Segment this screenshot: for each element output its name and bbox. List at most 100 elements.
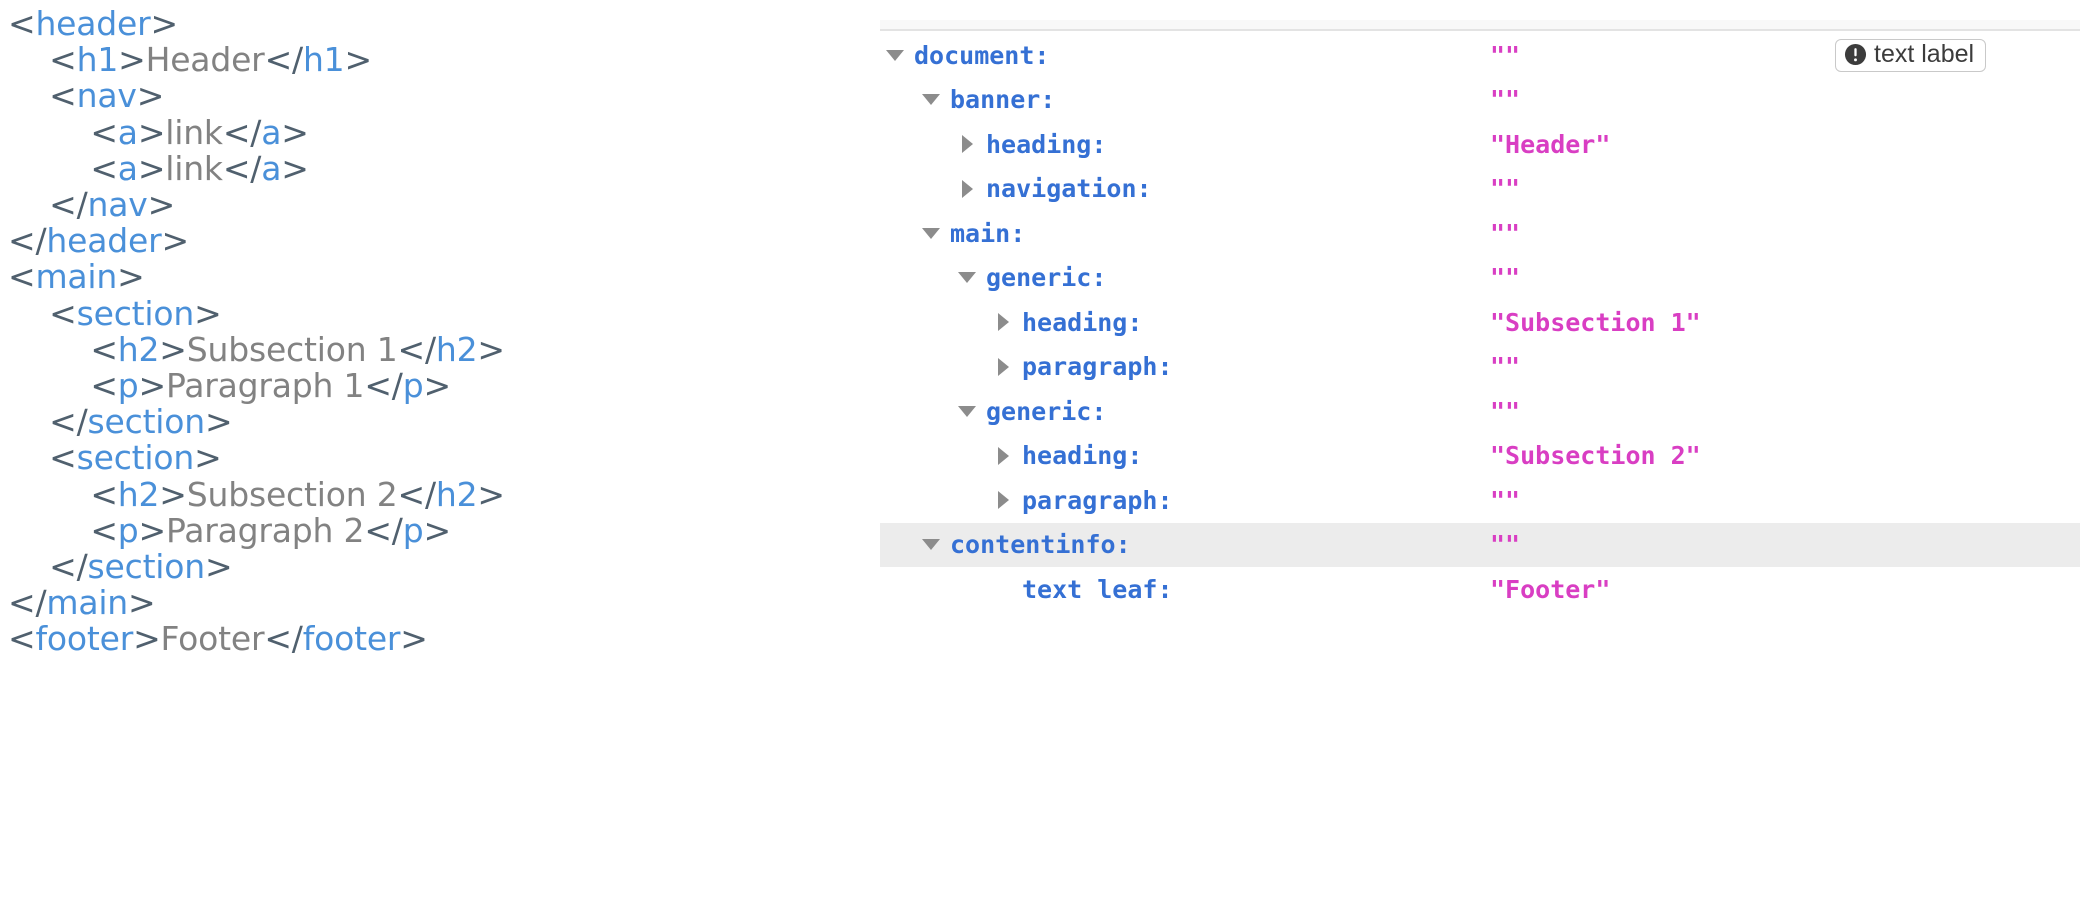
alert-circle-icon: [1844, 43, 1867, 66]
a11y-tree-row[interactable]: heading:"Subsection 2": [880, 434, 2080, 479]
code-line: </main>: [8, 585, 860, 621]
a11y-tree-row[interactable]: navigation:"": [880, 167, 2080, 212]
a11y-role-label: heading:: [1022, 307, 1143, 337]
code-token-punct: <: [8, 112, 118, 152]
code-token-punct: >: [136, 76, 165, 116]
code-token-tag: h2: [117, 474, 160, 514]
code-token-punct: >: [138, 366, 167, 406]
code-token-punct: >: [477, 474, 505, 514]
a11y-tree-row[interactable]: heading: "Header": [880, 122, 2080, 167]
code-line: <nav>: [8, 78, 860, 114]
a11y-role-label: heading:: [1022, 441, 1143, 471]
code-token-txt: Subsection 1: [186, 329, 398, 369]
code-token-tag: main: [35, 257, 118, 297]
a11y-tree-row[interactable]: document:""text label: [880, 33, 2080, 78]
code-token-tag: a: [117, 112, 138, 152]
code-token-tag: footer: [302, 619, 401, 659]
chevron-right-icon[interactable]: [992, 313, 1014, 332]
code-line: <p>Paragraph 2</p>: [8, 510, 860, 550]
a11y-role-label: main:: [950, 218, 1026, 248]
status-badge[interactable]: text label: [1835, 38, 1987, 72]
a11y-tree-row[interactable]: banner: "": [880, 78, 2080, 123]
code-token-tag: p: [402, 510, 424, 550]
code-token-punct: <: [8, 510, 118, 550]
chevron-right-icon[interactable]: [956, 135, 978, 154]
chevron-down-icon[interactable]: [920, 227, 942, 239]
code-token-punct: >: [137, 112, 166, 152]
code-line: </section>: [8, 404, 860, 440]
a11y-badge-cell: text label: [1835, 38, 1987, 72]
a11y-tree-row[interactable]: generic:"": [880, 389, 2080, 434]
chevron-down-icon[interactable]: [920, 94, 942, 106]
code-token-punct: </: [364, 366, 403, 406]
code-token-punct: >: [477, 329, 505, 369]
code-token-tag: h1: [76, 40, 119, 80]
code-token-tag: main: [46, 583, 129, 623]
chevron-right-icon[interactable]: [992, 491, 1014, 510]
code-token-tag: p: [402, 366, 424, 406]
chevron-right-icon[interactable]: [956, 179, 978, 198]
a11y-value-text: "": [1490, 174, 1521, 204]
code-token-punct: >: [150, 4, 179, 43]
a11y-tree-row[interactable]: generic: "": [880, 256, 2080, 301]
code-token-punct: </: [8, 402, 88, 442]
code-token-punct: >: [194, 293, 222, 333]
code-token-punct: <: [8, 257, 36, 297]
code-token-tag: h2: [435, 329, 478, 369]
code-token-punct: >: [159, 474, 187, 514]
a11y-role-label: paragraph:: [1022, 485, 1173, 515]
code-token-tag: header: [35, 4, 151, 43]
code-token-tag: section: [76, 438, 195, 478]
chevron-down-icon[interactable]: [884, 49, 906, 61]
code-token-punct: >: [423, 366, 451, 406]
code-line: <footer>Footer</footer>: [8, 621, 860, 657]
a11y-tree-row[interactable]: text leaf: "Footer": [880, 567, 2080, 612]
a11y-value-text: "": [1490, 396, 1521, 426]
code-token-punct: </: [8, 221, 47, 261]
code-token-punct: >: [117, 257, 145, 297]
code-token-txt: Subsection 2: [186, 474, 398, 514]
code-token-punct: </: [222, 112, 262, 152]
chevron-right-icon[interactable]: [992, 446, 1014, 465]
chevron-down-icon[interactable]: [956, 405, 978, 417]
a11y-tree-row[interactable]: paragraph:"": [880, 478, 2080, 523]
code-token-txt: Paragraph 2: [165, 510, 365, 550]
a11y-value-text: "": [1490, 40, 1521, 70]
a11y-value-text: "": [1490, 530, 1521, 560]
code-token-txt: Footer: [160, 619, 265, 659]
a11y-role-label: paragraph:: [1022, 352, 1173, 382]
a11y-tree-row[interactable]: paragraph: "": [880, 345, 2080, 390]
chevron-right-icon[interactable]: [992, 357, 1014, 376]
a11y-row-label-cell: heading:: [880, 130, 1490, 159]
a11y-role-label: banner:: [950, 85, 1056, 115]
a11y-value-text: "": [1490, 85, 1521, 115]
a11y-role-label: text leaf:: [1022, 574, 1173, 604]
code-token-punct: </: [397, 329, 437, 369]
code-token-txt: Paragraph 1: [165, 366, 365, 406]
a11y-value-text: "": [1490, 263, 1521, 293]
a11y-role-label: generic:: [986, 263, 1107, 293]
chevron-down-icon[interactable]: [956, 272, 978, 284]
code-line: <a>link</a>: [8, 112, 860, 152]
a11y-value-text: "": [1490, 352, 1521, 382]
code-token-punct: </: [397, 474, 437, 514]
a11y-tree-row[interactable]: heading:"Subsection 1": [880, 300, 2080, 345]
a11y-row-label-cell: generic:: [880, 263, 1490, 292]
code-token-punct: >: [281, 148, 309, 188]
a11y-row-label-cell: text leaf:: [880, 575, 1490, 604]
a11y-row-label-cell: main:: [880, 219, 1490, 248]
a11y-tree-row[interactable]: main:"": [880, 211, 2080, 256]
chevron-down-icon[interactable]: [920, 539, 942, 551]
code-token-punct: <: [8, 366, 118, 406]
a11y-value-text: "Footer": [1490, 574, 1611, 604]
code-line: <section>: [8, 293, 860, 333]
code-token-punct: >: [159, 329, 187, 369]
code-token-tag: a: [117, 148, 138, 188]
code-token-punct: <: [8, 474, 118, 514]
a11y-value-text: "Header": [1490, 129, 1611, 159]
a11y-tree-row[interactable]: contentinfo:"": [880, 522, 2080, 567]
code-token-punct: </: [264, 40, 304, 80]
a11y-role-label: heading:: [986, 129, 1107, 159]
